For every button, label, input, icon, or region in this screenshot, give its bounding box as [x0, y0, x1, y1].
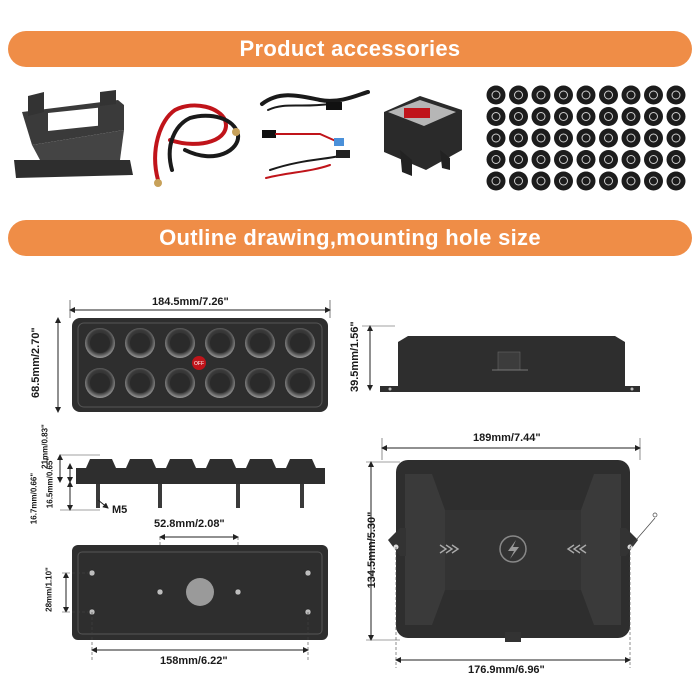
sticker-dot [554, 150, 573, 169]
sticker-dot [554, 85, 573, 105]
sticker-dot [621, 128, 641, 148]
sticker-dot [486, 107, 506, 126]
bracket-icon [14, 90, 133, 178]
sticker-dot [666, 128, 686, 148]
power-cable-icon [153, 103, 241, 187]
sticker-dot [576, 150, 596, 169]
profile-bolt-label: 16.7mm/0.66" [29, 472, 39, 525]
sticker-dot [599, 85, 618, 105]
profile-body-label: 16.5mm/0.65" [45, 456, 55, 509]
hole-spacing-label: 52.8mm/2.08" [154, 518, 225, 530]
sticker-dot [666, 107, 686, 126]
sticker-dot [599, 150, 618, 169]
off-badge [192, 356, 206, 370]
sticker-dot [576, 85, 596, 105]
panel-profile-view [57, 454, 325, 511]
sticker-dot [621, 107, 641, 126]
sticker-dot [531, 150, 551, 169]
sticker-dot [621, 171, 641, 191]
panel-height-label: 68.5mm/2.70" [30, 327, 42, 398]
sticker-dot [554, 107, 573, 126]
sticker-dot [531, 128, 551, 148]
sticker-dot [621, 85, 641, 105]
sticker-dot [621, 150, 641, 169]
sticker-dot [576, 128, 596, 148]
profile-button-bump [286, 459, 316, 468]
sticker-dot [644, 107, 663, 126]
bolt [300, 484, 304, 508]
sticker-dot [486, 128, 506, 148]
lightning-bolt-icon [508, 540, 519, 559]
profile-button-bump [166, 459, 196, 468]
accessories-title: Product accessories [239, 36, 461, 61]
sticker-dot [509, 128, 528, 148]
sticker-dot [531, 171, 551, 191]
sticker-dot [531, 107, 551, 126]
sticker-dot [666, 150, 686, 169]
sticker-dot [509, 107, 528, 126]
control-box-view [366, 438, 658, 668]
sticker-dot [509, 171, 528, 191]
bolt [96, 484, 100, 508]
sticker-dot [599, 128, 618, 148]
sticker-dot [486, 85, 506, 105]
switch-stickers-icon [486, 85, 686, 191]
bolt-label: M5 [112, 504, 128, 516]
profile-button-bump [206, 459, 236, 468]
panel-top-view: OFF [55, 300, 331, 413]
sticker-dot [599, 171, 618, 191]
sticker-dot [599, 107, 618, 126]
sticker-dot [554, 171, 573, 191]
profile-button-bump [126, 459, 156, 468]
sticker-dot [666, 171, 686, 191]
outline-banner: Outline drawing,mounting hole size [8, 220, 692, 256]
sticker-dot [509, 85, 528, 105]
sticker-dot [554, 128, 573, 148]
sticker-dot [531, 85, 551, 105]
sticker-dot [486, 150, 506, 169]
profile-button-bump [86, 459, 116, 468]
sticker-dot [644, 85, 663, 105]
bolt [236, 484, 240, 508]
wiring-harness-icon [260, 90, 370, 179]
sticker-dot [644, 171, 663, 191]
panel-width-label: 184.5mm/7.26" [152, 296, 229, 308]
sticker-dot [486, 171, 506, 191]
sticker-dot [576, 107, 596, 126]
accessories-banner: Product accessories [8, 31, 692, 67]
bottom-width-label: 158mm/6.22" [160, 655, 228, 667]
box-hole-width-label: 176.9mm/6.96" [468, 664, 545, 676]
panel-bottom-view [62, 534, 328, 660]
box-width-label: 189mm/7.44" [473, 432, 541, 444]
box-height-label: 134.5mm/5.30" [366, 511, 378, 589]
sticker-dot [644, 150, 663, 169]
side-height-label: 39.5mm/1.56" [349, 321, 361, 392]
off-badge-text: OFF [194, 361, 204, 367]
panel-side-view [362, 325, 640, 392]
profile-button-bump [246, 459, 276, 468]
hole-vertical-label: 28mm/1.10" [44, 567, 54, 612]
sticker-dot [666, 85, 686, 105]
bolt [158, 484, 162, 508]
sticker-dot [576, 171, 596, 191]
circuit-breaker-icon [384, 96, 462, 176]
outline-title: Outline drawing,mounting hole size [159, 225, 541, 250]
sticker-dot [644, 128, 663, 148]
sticker-dot [509, 150, 528, 169]
